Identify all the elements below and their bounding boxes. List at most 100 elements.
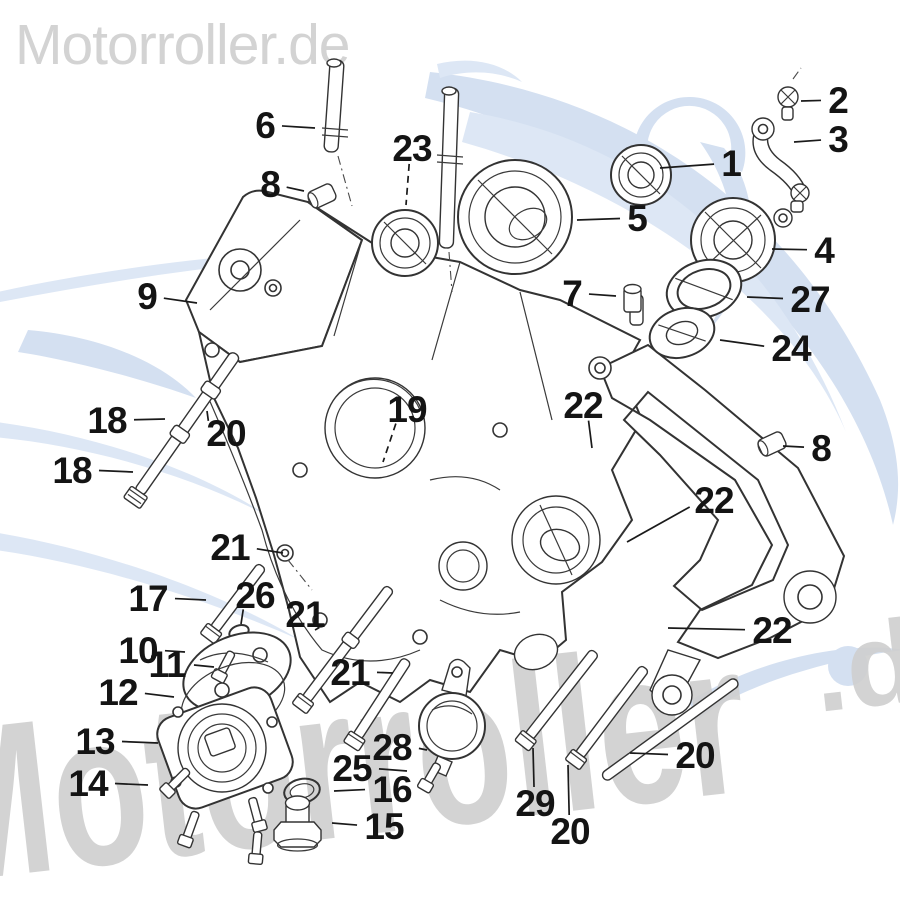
part-plug-15 [273, 795, 322, 852]
part-label-22-23: 22 [752, 610, 792, 651]
watermark-wing-curl [437, 60, 522, 82]
part-plug-7 [623, 283, 642, 313]
assembly-axis-0 [337, 155, 353, 207]
part-label-19-12: 19 [387, 389, 427, 430]
part-label-26-21: 26 [235, 575, 275, 616]
watermark-band-left-2 [18, 330, 196, 398]
axis-lines-layer [287, 67, 802, 591]
part-washer-24 [648, 307, 716, 359]
part-label-2-2: 2 [828, 80, 848, 121]
part-bolt-17 [200, 563, 266, 644]
part-bushing-8-right [757, 431, 787, 457]
assembly-axis-2 [287, 559, 313, 591]
leader-line-8 [782, 445, 805, 449]
leader-line-1 [659, 163, 715, 169]
part-label-9-8: 9 [137, 276, 157, 317]
part-bolt-21-a [292, 585, 394, 714]
leader-line-4 [771, 248, 808, 251]
part-label-13-28: 13 [75, 721, 115, 762]
leader-line-16 [333, 788, 366, 792]
leader-line-7 [588, 293, 617, 297]
part-bolt-11 [210, 650, 236, 684]
leader-line-5 [576, 217, 621, 221]
watermark-wing-head-arc [633, 96, 746, 172]
part-label-22-15: 22 [563, 385, 603, 426]
part-label-21-26: 21 [330, 652, 370, 693]
part-label-28-29: 28 [372, 727, 412, 768]
leader-line-11 [193, 664, 215, 668]
leader-line-20 [206, 410, 210, 422]
part-bolt-18 [123, 352, 240, 509]
leader-line-15 [331, 822, 358, 826]
leader-line-17 [174, 597, 207, 601]
part-label-15-35: 15 [364, 806, 404, 847]
leader-line-22 [667, 627, 746, 631]
leader-line-12 [144, 692, 175, 698]
watermark-band-left-4 [0, 533, 300, 640]
part-label-7-9: 7 [562, 273, 582, 314]
part-label-23-1: 23 [392, 128, 432, 169]
leader-line-3 [793, 139, 822, 143]
part-bearing-1 [610, 144, 672, 206]
part-retainer-3 [751, 117, 810, 228]
leader-line-24 [719, 339, 765, 348]
diagram-layer [123, 58, 846, 866]
part-bolt-25 [416, 762, 442, 794]
part-bushing-8-left [307, 183, 337, 209]
part-bolts-14 [159, 767, 268, 866]
part-label-20-14: 20 [206, 413, 246, 454]
part-bolt-21-b [343, 658, 411, 752]
part-rod-20-d [601, 678, 739, 781]
leader-line-27 [746, 296, 784, 300]
part-label-24-11: 24 [771, 328, 812, 369]
part-label-14-32: 14 [68, 763, 109, 804]
part-seal-27 [665, 258, 743, 320]
leader-line-13 [121, 740, 159, 744]
part-stud-6 [321, 58, 349, 153]
part-label-29-34: 29 [515, 783, 555, 824]
part-label-12-27: 12 [98, 672, 138, 713]
logo-text: Motorroller.de [15, 13, 350, 77]
leader-line-8 [286, 186, 305, 192]
leader-line-22 [626, 506, 691, 543]
crankcase-right-bracket [588, 343, 846, 716]
leader-line-14 [114, 782, 149, 786]
part-bearing-5 [457, 159, 573, 275]
part-bearing-23 [371, 209, 439, 277]
part-label-22-18: 22 [694, 480, 734, 521]
part-label-5-6: 5 [627, 198, 647, 239]
leader-line-21 [256, 547, 284, 554]
part-label-10-24: 10 [118, 630, 158, 671]
assembly-axis-1 [448, 251, 453, 293]
part-label-3-3: 3 [828, 119, 848, 160]
leader-line-26 [240, 609, 245, 625]
leader-line-29 [532, 747, 535, 788]
part-bolt-29 [514, 649, 599, 752]
part-label-11-25: 11 [148, 644, 186, 685]
crankcase-upper-arm [184, 189, 364, 364]
watermark-wing-ribbon [700, 142, 752, 334]
part-label-27-10: 27 [790, 279, 829, 320]
part-label-8-5: 8 [260, 164, 280, 205]
part-label-4-7: 4 [814, 230, 835, 271]
leader-line-23 [405, 163, 411, 206]
part-label-6-0: 6 [255, 105, 275, 146]
part-label-25-31: 25 [332, 748, 372, 789]
leader-line-21 [376, 671, 394, 674]
leader-line-20 [567, 764, 571, 816]
leader-line-18 [98, 469, 134, 473]
part-label-16-33: 16 [372, 769, 412, 810]
leader-line-25 [378, 768, 408, 772]
leader-line-22 [587, 420, 593, 449]
part-label-1-4: 1 [721, 143, 741, 184]
leader-line-19 [382, 423, 397, 463]
part-label-8-16: 8 [811, 428, 831, 469]
watermark-dot [828, 646, 868, 686]
leader-line-2 [800, 99, 822, 102]
part-stud-23 [436, 86, 464, 249]
watermark-band-left-3 [0, 422, 268, 516]
part-screw-2 [777, 86, 799, 121]
